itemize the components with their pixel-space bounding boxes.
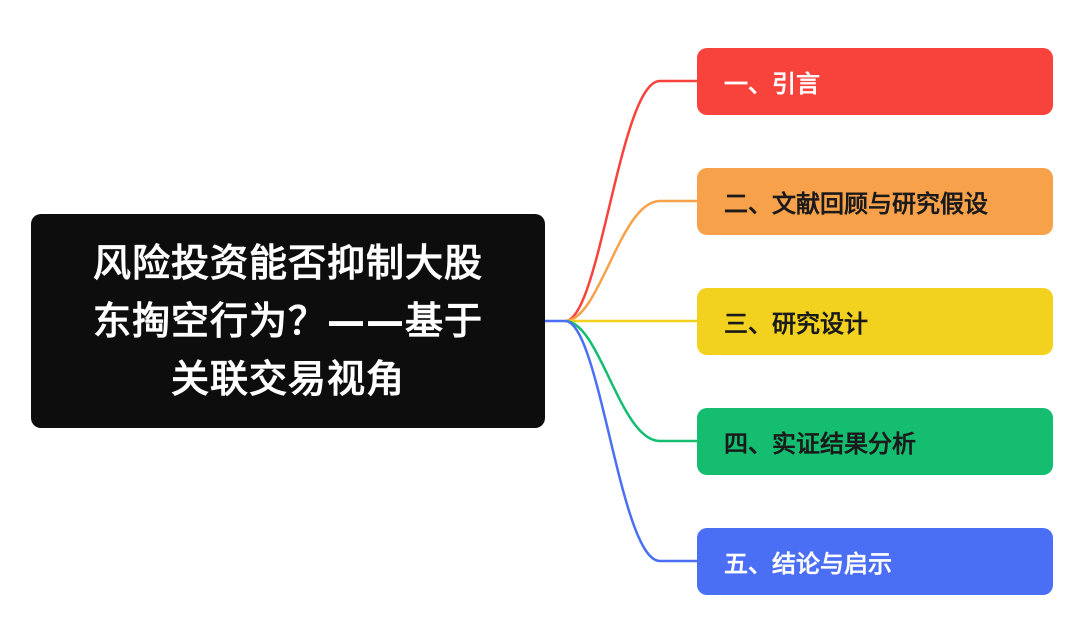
connector-line-4 xyxy=(564,319,697,443)
root-topic-title: 风险投资能否抑制大股 东掏空行为？——基于 关联交易视角 xyxy=(93,234,483,408)
root-title-line-1: 风险投资能否抑制大股 xyxy=(92,241,483,285)
root-title-line-3: 关联交易视角 xyxy=(170,357,405,401)
branch-label: 一、引言 xyxy=(724,70,820,98)
branch-label: 二、文献回顾与研究假设 xyxy=(724,190,988,218)
branch-node-introduction[interactable]: 一、引言 xyxy=(697,48,1053,115)
connector-line-1 xyxy=(564,79,697,323)
root-topic-node[interactable]: 风险投资能否抑制大股 东掏空行为？——基于 关联交易视角 xyxy=(31,214,545,428)
branch-node-empirical-results[interactable]: 四、实证结果分析 xyxy=(697,408,1053,475)
branch-label: 四、实证结果分析 xyxy=(724,430,916,458)
branch-node-literature-review[interactable]: 二、文献回顾与研究假设 xyxy=(697,168,1053,235)
root-title-line-2: 东掏空行为？——基于 xyxy=(92,299,483,343)
connector-line-2 xyxy=(564,199,697,323)
connector-line-5 xyxy=(564,319,697,563)
branch-label: 三、研究设计 xyxy=(724,310,868,338)
branch-node-research-design[interactable]: 三、研究设计 xyxy=(697,288,1053,355)
branch-node-conclusion[interactable]: 五、结论与启示 xyxy=(697,528,1053,595)
branch-label: 五、结论与启示 xyxy=(724,550,892,578)
